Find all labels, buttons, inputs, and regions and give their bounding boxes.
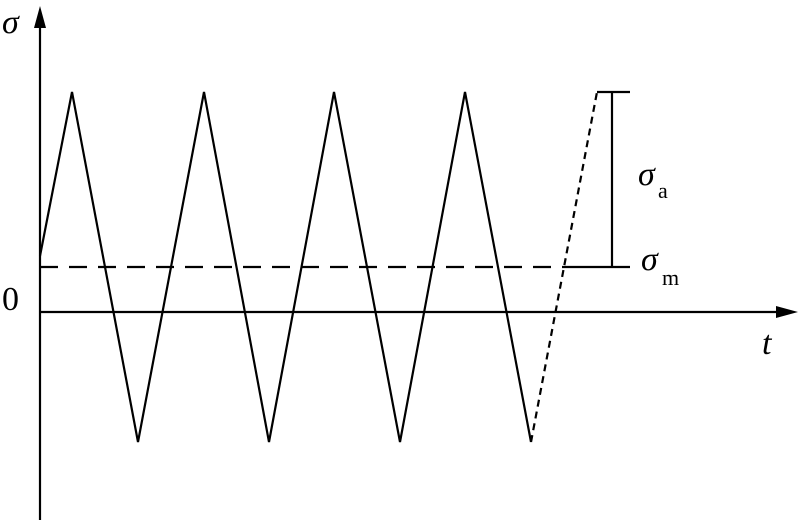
origin-label: 0 xyxy=(2,281,19,318)
mean-subscript: m xyxy=(662,265,679,290)
y-axis-label: σ xyxy=(2,4,20,41)
amplitude-label: σ a xyxy=(638,156,668,203)
mean-symbol: σ xyxy=(641,241,659,278)
x-axis-arrow-icon xyxy=(776,306,798,318)
y-axis-arrow-icon xyxy=(34,6,46,28)
amplitude-symbol: σ xyxy=(638,156,656,193)
x-axis-label: t xyxy=(762,325,773,362)
mean-label: σ m xyxy=(641,241,679,290)
stress-waveform xyxy=(38,91,533,443)
amplitude-subscript: a xyxy=(658,178,668,203)
